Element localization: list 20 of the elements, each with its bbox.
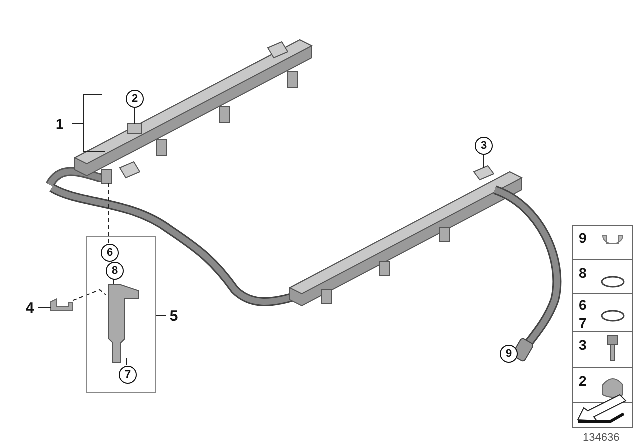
table-key-number: 9: [579, 231, 587, 245]
group-frame: [86, 236, 156, 393]
leader-line: [134, 108, 136, 124]
leader-line: [108, 182, 110, 244]
table-key-number: 2: [579, 374, 587, 388]
callout-number: 8: [106, 262, 124, 280]
figure-number: 134636: [583, 431, 620, 445]
table-key-number: 3: [579, 338, 587, 352]
table-key-number: 7: [579, 316, 587, 330]
fuel-injector-drawing: [108, 284, 140, 364]
leader-line: [126, 358, 128, 366]
table-key-number: 6: [579, 298, 587, 312]
callout-number: 1: [56, 117, 64, 131]
callout-number: 7: [119, 366, 137, 384]
callout-number: 6: [101, 244, 119, 262]
callout-number: 5: [166, 308, 182, 324]
leader-line: [72, 289, 106, 302]
table-key-number: 8: [579, 266, 587, 280]
leader-line: [156, 315, 166, 316]
callout-number: 4: [22, 300, 38, 316]
